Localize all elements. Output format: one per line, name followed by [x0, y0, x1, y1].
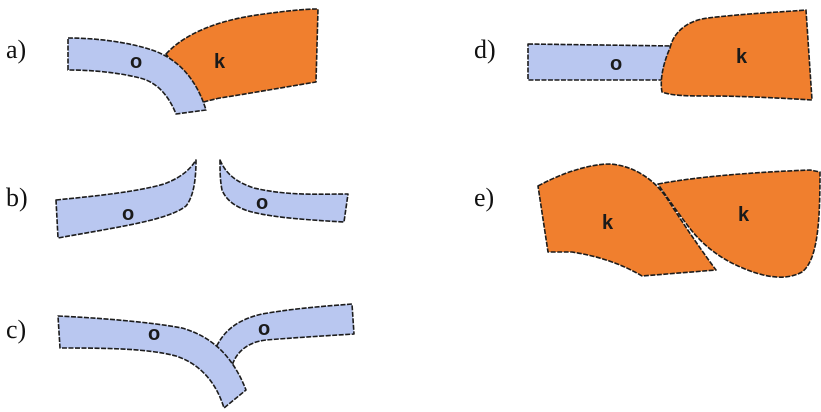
- panel-a: a) o k: [6, 8, 319, 115]
- panel-a-left-plate-letter: o: [130, 51, 142, 73]
- panel-e-left-plate-letter: k: [602, 212, 614, 234]
- panel-d-right-plate-letter: k: [736, 46, 748, 68]
- panel-c-right-plate-letter: o: [258, 318, 270, 340]
- panel-c-right-oceanic-plate: [213, 303, 355, 367]
- panel-d-left-plate-letter: o: [610, 53, 622, 75]
- panel-a-label: a): [6, 35, 26, 64]
- panel-b: b) o o: [6, 159, 349, 239]
- panel-c: c) o o: [6, 303, 355, 409]
- panel-b-left-oceanic-plate: [55, 159, 197, 239]
- panel-e-right-plate-letter: k: [738, 204, 750, 226]
- panel-d-label: d): [474, 35, 496, 64]
- panel-d-oceanic-plate: [527, 43, 675, 81]
- panel-a-right-plate-letter: k: [214, 51, 226, 73]
- panel-c-left-plate-letter: o: [148, 323, 160, 345]
- panel-e-right-continental-plate: [657, 169, 821, 278]
- panel-b-left-plate-letter: o: [122, 203, 134, 225]
- panel-b-right-oceanic-plate: [219, 159, 349, 223]
- panel-b-label: b): [6, 183, 28, 212]
- panel-d-continental-plate: [660, 9, 813, 101]
- panel-b-right-plate-letter: o: [256, 192, 268, 214]
- panel-d: d) o k: [474, 9, 813, 101]
- panel-e-label: e): [474, 183, 494, 212]
- panel-a-oceanic-plate: [67, 37, 207, 115]
- panel-c-label: c): [6, 315, 26, 344]
- panel-c-left-oceanic-plate: [57, 315, 247, 409]
- panel-e-left-continental-plate: [537, 163, 717, 277]
- panel-e: e) k k: [474, 163, 821, 278]
